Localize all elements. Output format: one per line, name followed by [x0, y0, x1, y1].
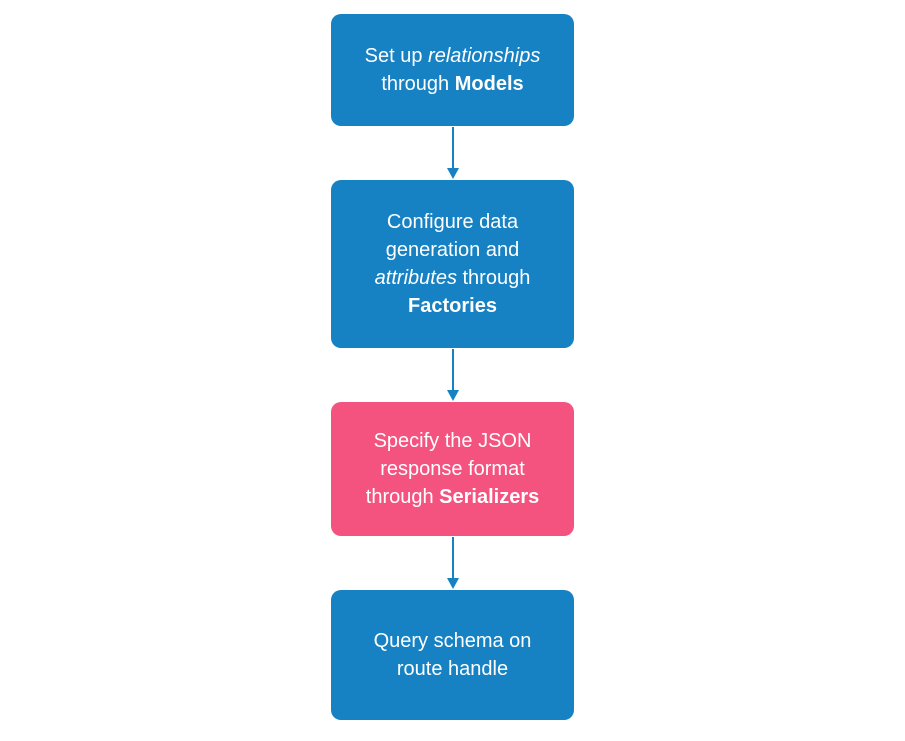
node-factories: Configure data generation and attributes… — [331, 180, 574, 348]
node-models: Set up relationships through Models — [331, 14, 574, 126]
text-segment-italic: attributes — [374, 267, 457, 289]
node-route-handle-line-1: Query schema on — [374, 627, 532, 655]
text-segment-bold: Models — [454, 73, 524, 95]
text-segment: Specify the JSON — [373, 430, 532, 452]
text-segment: response format — [380, 458, 525, 480]
text-segment: generation and — [385, 239, 520, 261]
node-models-line-2: through Models — [381, 70, 523, 98]
text-segment: through — [381, 73, 455, 95]
text-segment: Query schema on — [373, 630, 532, 652]
arrow-down-icon — [446, 127, 459, 179]
node-factories-line-2: generation and — [386, 236, 519, 264]
node-route-handle-line-2: route handle — [397, 655, 508, 683]
node-serializers-line-2: response format — [380, 455, 525, 483]
node-factories-line-4: Factories — [408, 292, 497, 320]
node-serializers-line-3: through Serializers — [366, 483, 539, 511]
arrow-down-icon — [446, 537, 459, 589]
node-factories-line-3: attributes through — [375, 264, 531, 292]
text-segment: Configure data — [386, 211, 519, 233]
arrow-models-to-factories — [442, 126, 464, 180]
node-factories-line-1: Configure data — [387, 208, 518, 236]
arrow-serializers-to-route — [442, 536, 464, 590]
text-segment-bold: Factories — [408, 295, 497, 317]
node-models-line-1: Set up relationships — [365, 42, 541, 70]
arrow-factories-to-serializers — [442, 348, 464, 402]
text-segment-bold: Serializers — [439, 486, 540, 508]
text-segment: Set up — [364, 45, 429, 67]
node-serializers-line-1: Specify the JSON — [374, 427, 532, 455]
text-segment: route handle — [396, 658, 509, 680]
text-segment-italic: relationships — [428, 45, 541, 67]
node-serializers: Specify the JSON response format through… — [331, 402, 574, 536]
text-segment: through — [365, 486, 440, 508]
node-route-handle: Query schema on route handle — [331, 590, 574, 720]
arrow-down-icon — [446, 349, 459, 401]
text-segment: through — [456, 267, 531, 289]
